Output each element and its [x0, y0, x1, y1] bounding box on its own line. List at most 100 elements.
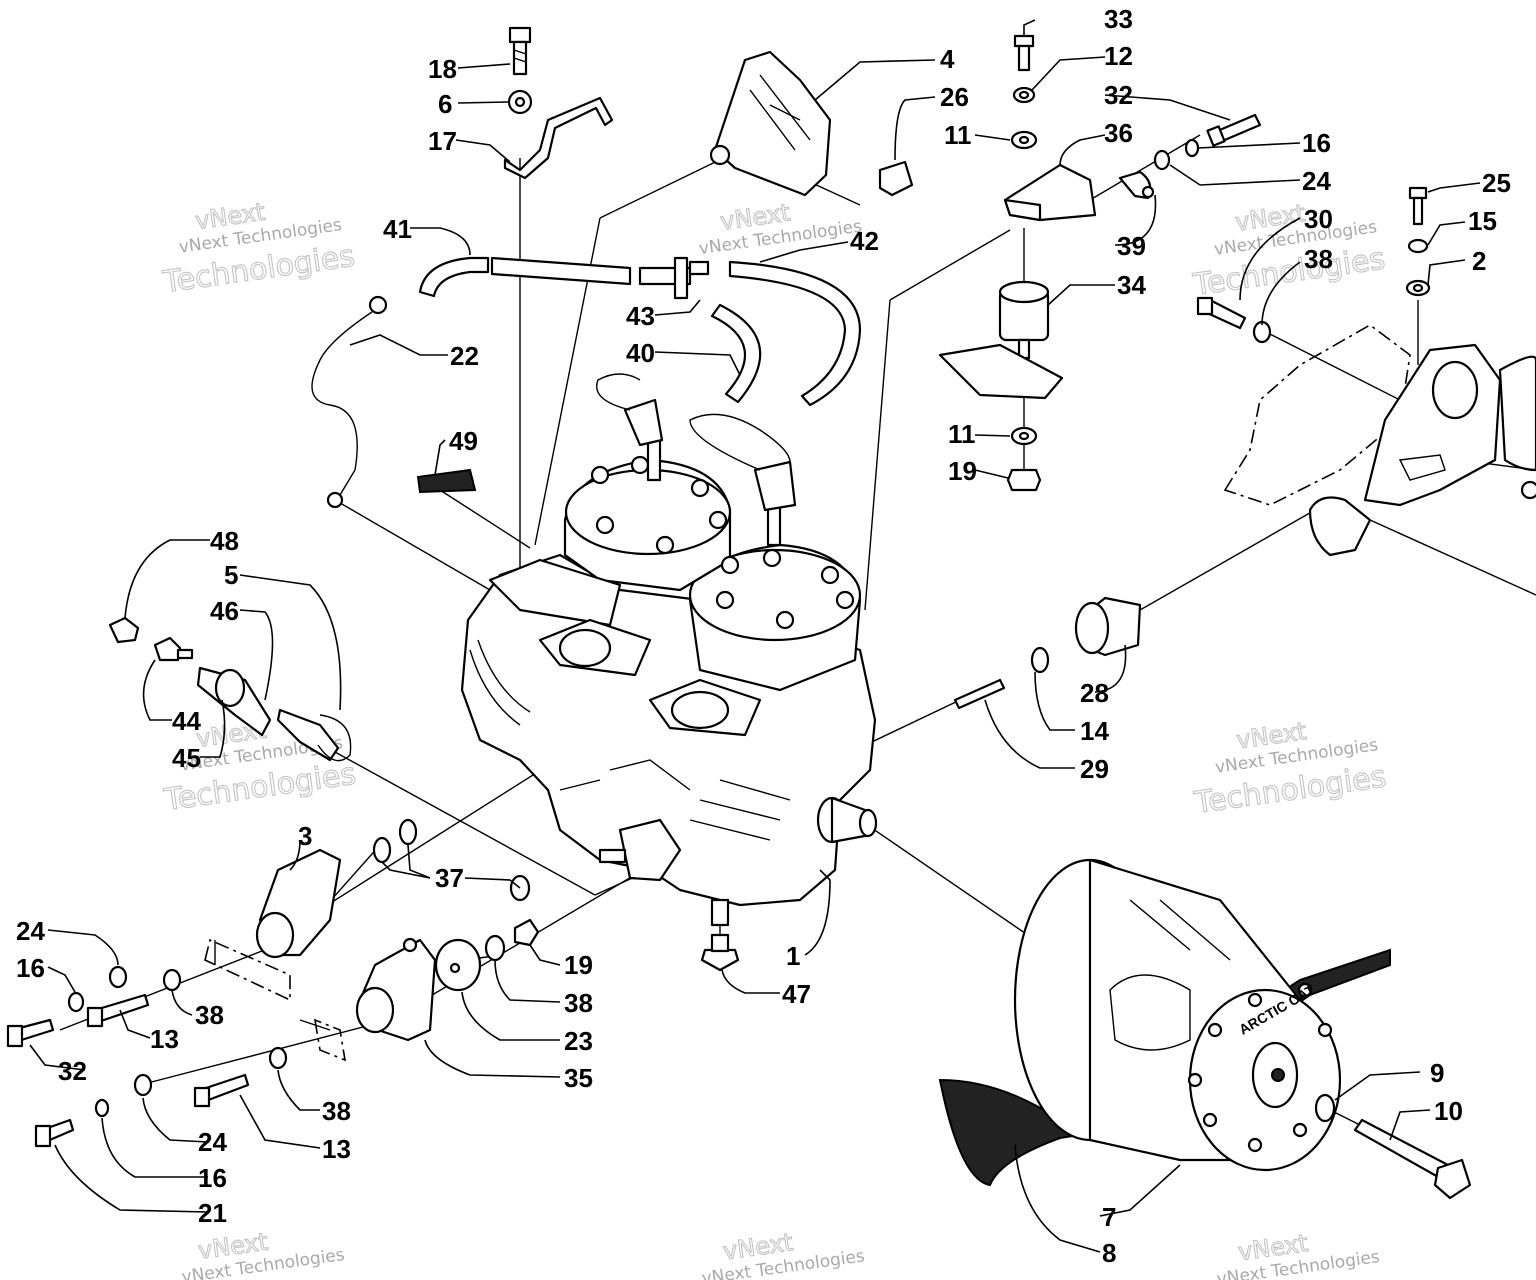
engine-bracket-right	[1363, 343, 1536, 507]
washer-14	[1030, 646, 1050, 674]
callout-33: 33	[1104, 4, 1133, 34]
clutch-bolt-10	[1353, 1118, 1472, 1200]
nut-19-top	[1006, 468, 1042, 492]
callout-34: 34	[1117, 270, 1146, 300]
watermark-top-center: vNext vNext Technologies	[698, 198, 864, 259]
callout-19-front: 19	[564, 950, 593, 980]
callout-15: 15	[1468, 206, 1497, 236]
callout-1: 1	[786, 941, 800, 971]
callout-11-top: 11	[944, 120, 972, 150]
callout-21: 21	[198, 1198, 227, 1228]
callout-13-bottom: 13	[322, 1134, 351, 1164]
isolator-right	[1308, 496, 1372, 557]
callout-45: 45	[172, 743, 201, 773]
washer-24-bottom	[133, 1073, 153, 1097]
hose-long-upper	[490, 256, 632, 286]
watermark-top-right: vNext vNext Technologies Technologies	[1190, 199, 1388, 304]
fitting-44	[153, 636, 194, 662]
callout-8: 8	[1102, 1238, 1116, 1268]
mount-3	[255, 848, 342, 959]
isolator-34	[998, 280, 1050, 360]
washer-24-left	[108, 965, 128, 989]
stud-29	[953, 678, 1006, 710]
lock-washer-16-left	[67, 991, 85, 1013]
primary-clutch-7: ARCTIC CAT	[1013, 858, 1342, 1172]
washer-38-bottom	[268, 1046, 288, 1070]
callout-9: 9	[1430, 1058, 1444, 1088]
callout-41: 41	[383, 214, 412, 244]
callout-16-left: 16	[16, 953, 45, 983]
washer-2	[1405, 279, 1431, 297]
plug-48	[108, 616, 140, 644]
callout-22: 22	[450, 341, 479, 371]
callout-4: 4	[940, 44, 955, 74]
callout-16-top: 16	[1302, 128, 1331, 158]
plate-23	[434, 938, 482, 992]
callout-44: 44	[172, 706, 201, 736]
callout-49: 49	[449, 426, 478, 456]
gasket-49	[416, 468, 477, 494]
callout-38-right: 38	[1304, 244, 1333, 274]
washer-9	[1314, 1093, 1336, 1123]
callout-2: 2	[1472, 246, 1486, 276]
callout-32-top: 32	[1104, 80, 1133, 110]
washer-38-left	[162, 968, 182, 992]
callout-12: 12	[1104, 41, 1133, 71]
bolt-33	[1013, 34, 1035, 72]
callout-37: 37	[435, 863, 464, 893]
mounting-bracket-17	[503, 96, 614, 180]
callout-26: 26	[940, 82, 969, 112]
callout-46: 46	[210, 596, 239, 626]
bolt-25	[1408, 186, 1428, 226]
washer-16-top	[1184, 138, 1200, 158]
mount-bracket-4	[709, 50, 832, 197]
callout-18: 18	[428, 54, 457, 84]
callout-30: 30	[1304, 204, 1333, 234]
dashed-plate-front	[313, 1018, 347, 1062]
star-washer-6	[507, 89, 533, 115]
callout-23: 23	[564, 1026, 593, 1056]
callout-38-bottom: 38	[322, 1096, 351, 1126]
callout-6: 6	[438, 89, 452, 119]
engine-bracket-dashed	[1223, 324, 1411, 506]
callout-43: 43	[626, 301, 655, 331]
callout-19-top: 19	[948, 456, 977, 486]
hose-42	[728, 260, 862, 407]
watermark-top-left: vNext vNext Technologies Technologies	[160, 197, 358, 301]
drain-plug-47	[700, 933, 740, 972]
mount-35	[355, 937, 437, 1042]
bolt-32-top	[1206, 113, 1262, 147]
callout-7: 7	[1102, 1202, 1116, 1232]
callout-42: 42	[850, 226, 879, 256]
callout-32-left: 32	[58, 1056, 87, 1086]
callout-39: 39	[1117, 231, 1146, 261]
clip-5	[317, 714, 352, 762]
callout-24-left: 24	[16, 916, 45, 946]
pin-45	[276, 708, 340, 762]
callout-29: 29	[1080, 754, 1109, 784]
callout-13-left: 13	[150, 1024, 179, 1054]
callout-24-top: 24	[1302, 166, 1331, 196]
bolt-13-bottom	[193, 1073, 250, 1108]
bolt-32-left	[6, 1018, 55, 1048]
bolt-18	[508, 26, 532, 76]
engine-block-1	[460, 373, 878, 927]
callout-35: 35	[564, 1063, 593, 1093]
bolt-21	[34, 1118, 75, 1148]
sleeve-46	[196, 666, 272, 737]
callout-labels: 33 12 32 11 36 16 24 39 34 11 19 18 6 17…	[16, 4, 1511, 1268]
callout-38-left: 38	[195, 1000, 224, 1030]
callout-40: 40	[626, 338, 655, 368]
callout-36: 36	[1104, 118, 1133, 148]
callout-38-front: 38	[564, 988, 593, 1018]
bracket-36	[1003, 163, 1097, 222]
hose-40	[710, 303, 762, 404]
fitting-43	[638, 256, 710, 300]
washer-11-bottom	[1010, 426, 1038, 446]
lock-washer-12	[1012, 86, 1036, 104]
callout-11-bottom: 11	[948, 419, 976, 449]
callout-47: 47	[782, 979, 811, 1009]
dashed-plate-left	[204, 938, 331, 1031]
lock-washer-15	[1407, 238, 1429, 254]
